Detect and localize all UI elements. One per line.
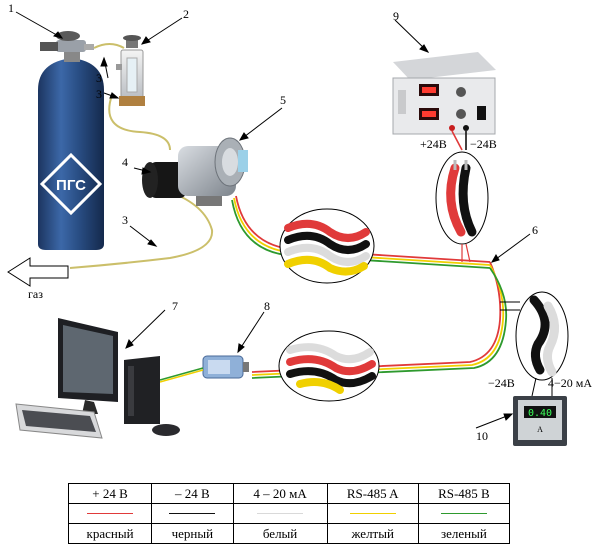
legend-swatch bbox=[87, 513, 134, 514]
legend-color-name: красный bbox=[67, 523, 153, 544]
flow-regulator bbox=[116, 35, 145, 106]
rs485-converter bbox=[202, 355, 249, 379]
callout-5: 5 bbox=[280, 93, 286, 107]
legend-signal: – 24 В bbox=[151, 483, 234, 504]
callout-1: 1 bbox=[8, 1, 14, 15]
legend-swatch-row bbox=[67, 503, 511, 524]
legend-signal: + 24 В bbox=[67, 483, 153, 504]
legend-color-name: желтый bbox=[326, 523, 419, 544]
meter-current-label: 4−20 мА bbox=[548, 376, 592, 390]
svg-text:A: A bbox=[537, 425, 543, 434]
legend-swatch bbox=[169, 513, 216, 514]
gas-cylinder: ПГС bbox=[38, 31, 104, 250]
legend-signal: 4 – 20 мА bbox=[232, 483, 328, 504]
legend-signal: RS-485 B bbox=[417, 483, 511, 504]
callout-4: 4 bbox=[122, 155, 128, 169]
sensor-cable-zoom bbox=[279, 208, 375, 284]
psu-plus-label: +24В bbox=[420, 137, 447, 151]
meter-wire-zoom bbox=[515, 291, 569, 381]
legend-swatch bbox=[257, 513, 304, 514]
power-supply bbox=[392, 52, 496, 135]
legend-swatch bbox=[440, 513, 487, 514]
meter-display: 0.40 bbox=[528, 408, 552, 419]
cylinder-mark: ПГС bbox=[56, 177, 86, 194]
panel-meter: 0.40 A bbox=[513, 396, 567, 446]
wire-color-legend: + 24 В – 24 В 4 – 20 мА RS-485 A RS-485 … bbox=[67, 483, 511, 544]
gas-exhaust-hose bbox=[69, 191, 214, 269]
callout-leaders bbox=[15, 11, 531, 429]
psu-minus-label: −24В bbox=[470, 137, 497, 151]
legend-signal-row: + 24 В – 24 В 4 – 20 мА RS-485 A RS-485 … bbox=[67, 483, 511, 504]
callout-9: 9 bbox=[393, 9, 399, 23]
callout-3-hose-b: 3 bbox=[96, 87, 102, 101]
psu-wire-zoom bbox=[435, 151, 489, 245]
callout-2: 2 bbox=[183, 7, 189, 21]
legend-signal: RS-485 A bbox=[326, 483, 419, 504]
gas-outlet-arrow bbox=[7, 257, 69, 287]
legend-name-row: красный черный белый желтый зеленый bbox=[67, 523, 511, 544]
junction-cable bbox=[251, 261, 508, 379]
callout-10: 10 bbox=[476, 429, 488, 443]
callout-7: 7 bbox=[172, 299, 178, 313]
rs485-cable-zoom bbox=[278, 330, 380, 402]
gas-hose-to-sensor bbox=[108, 94, 171, 151]
meter-minus-label: −24В bbox=[488, 376, 515, 390]
callout-3-hose: 3 bbox=[96, 71, 102, 85]
gas-hose-to-regulator bbox=[93, 43, 125, 49]
gas-label: газ bbox=[28, 287, 43, 301]
legend-color-name: черный bbox=[151, 523, 234, 544]
callout-8: 8 bbox=[264, 299, 270, 313]
gas-sensor bbox=[142, 137, 248, 206]
computer bbox=[15, 318, 180, 439]
callout-6: 6 bbox=[532, 223, 538, 237]
legend-color-name: зеленый bbox=[417, 523, 511, 544]
callout-3-exhaust: 3 bbox=[122, 213, 128, 227]
legend-swatch bbox=[349, 513, 396, 514]
legend-color-name: белый bbox=[232, 523, 328, 544]
